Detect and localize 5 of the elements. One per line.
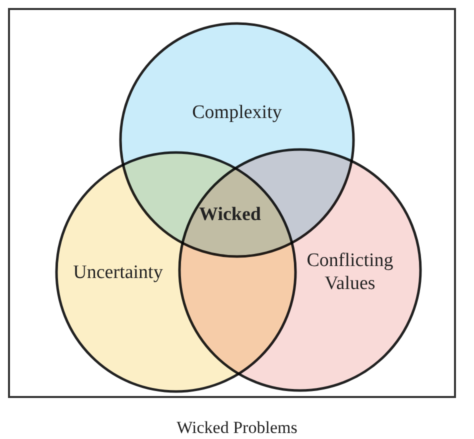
- set-label: Uncertainty: [73, 260, 163, 284]
- caption: Wicked Problems: [176, 418, 298, 438]
- intersection-label: Wicked: [199, 203, 261, 226]
- set-label: Complexity: [192, 100, 282, 124]
- set-label: Conflicting Values: [306, 249, 394, 295]
